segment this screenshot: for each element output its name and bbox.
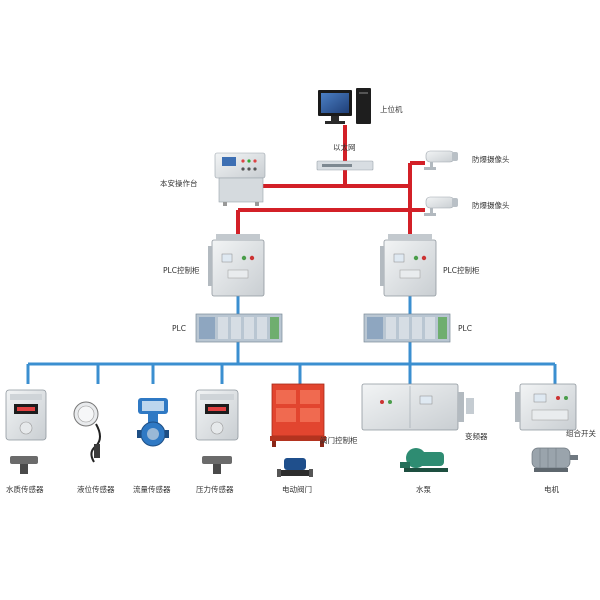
operation-console-icon <box>214 152 266 206</box>
explosion-proof-cabinet-icon <box>380 234 437 297</box>
level-sensor: 液位传感器 <box>73 401 115 494</box>
plc-cabinet-right-label: PLC控制柜 <box>443 265 480 275</box>
water-pump-icon <box>400 448 448 472</box>
camera-2: 防爆摄像头 <box>424 196 510 216</box>
plc-left: PLC <box>172 313 283 343</box>
camera-2-label: 防爆摄像头 <box>472 200 510 210</box>
flow-sensor-label: 流量传感器 <box>133 484 171 494</box>
local-console: 本安操作台 <box>160 152 266 206</box>
sensor-icon <box>73 401 101 463</box>
inverter: 变频器 <box>361 383 488 441</box>
field-bus-links <box>26 296 557 384</box>
electric-valve: 电动阀门 <box>277 458 313 494</box>
pressure-sensor-label: 压力传感器 <box>196 484 234 494</box>
water-quality-sensor-label: 水质传感器 <box>6 484 44 494</box>
plc-cabinet-left-label: PLC控制柜 <box>163 265 200 275</box>
sensor-icon <box>5 389 47 474</box>
valve-control-cabinet: 阀门控制柜 <box>270 383 358 447</box>
plc-cabinet-right: PLC控制柜 <box>380 234 480 297</box>
ethernet-links <box>236 125 425 234</box>
explosion-proof-camera-icon <box>424 150 458 170</box>
motor: 电机 <box>531 447 578 494</box>
pressure-sensor: 压力传感器 <box>195 389 239 494</box>
explosion-proof-cabinet-icon <box>361 383 474 431</box>
plc-module-icon <box>195 313 283 343</box>
plc-module-icon <box>363 313 451 343</box>
plc-right: PLC <box>363 313 472 343</box>
explosion-proof-cabinet-icon <box>208 234 265 297</box>
inverter-label: 变频器 <box>465 431 488 441</box>
electric-valve-icon <box>277 458 313 477</box>
host-computer: 上位机 <box>318 88 403 124</box>
motor-icon <box>531 447 578 472</box>
water-quality-sensor: 水质传感器 <box>5 389 47 494</box>
ethernet-label: 以太网 <box>333 142 356 152</box>
local-console-label: 本安操作台 <box>160 178 198 188</box>
plc-cabinet-left: PLC控制柜 <box>163 234 265 297</box>
explosion-proof-cabinet-icon <box>270 383 326 447</box>
water-pump-label: 水泵 <box>416 484 431 494</box>
plc-right-label: PLC <box>458 324 472 333</box>
network-switch-icon <box>316 160 374 171</box>
combination-switch: 组合开关 <box>515 383 596 438</box>
sensor-icon <box>195 389 239 474</box>
explosion-proof-camera-icon <box>424 196 458 216</box>
level-sensor-label: 液位传感器 <box>77 484 115 494</box>
ethernet-switch: 以太网 <box>316 142 374 171</box>
motor-label: 电机 <box>544 484 559 494</box>
sensor-icon <box>137 398 169 447</box>
host-computer-label: 上位机 <box>380 104 403 114</box>
camera-1-label: 防爆摄像头 <box>472 154 510 164</box>
combo-switch-label: 组合开关 <box>566 428 596 438</box>
monitor-pc-icon <box>318 88 371 124</box>
flow-sensor: 流量传感器 <box>133 398 171 494</box>
camera-1: 防爆摄像头 <box>424 150 510 170</box>
electric-valve-label: 电动阀门 <box>282 484 312 494</box>
valve-cabinet-label: 阀门控制柜 <box>320 435 358 445</box>
explosion-proof-cabinet-icon <box>515 383 577 431</box>
water-pump: 水泵 <box>400 448 448 494</box>
plc-left-label: PLC <box>172 324 186 333</box>
